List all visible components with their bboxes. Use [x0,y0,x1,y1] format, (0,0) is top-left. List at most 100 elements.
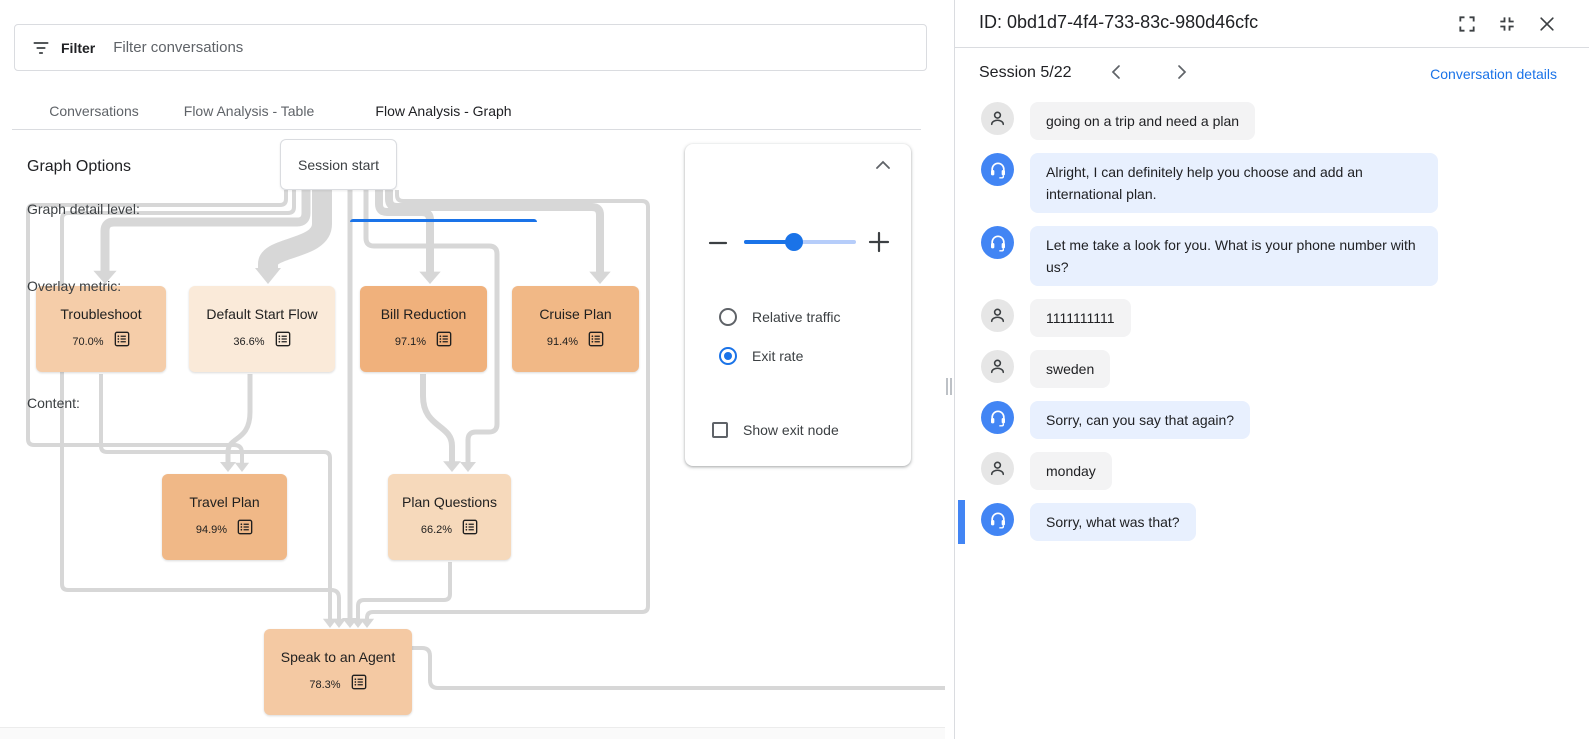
user-avatar [981,102,1014,135]
node-details-icon[interactable] [114,331,130,352]
flow-edge-arrowhead [220,462,236,472]
tab-flow-analysis-table[interactable]: Flow Analysis - Table [183,103,315,119]
node-label: Travel Plan [189,494,260,510]
next-session-button[interactable] [1171,62,1191,82]
agent-message[interactable]: Alright, I can definitely help you choos… [981,153,1571,213]
list-alt-icon [275,331,290,347]
detail-level-slider[interactable] [744,233,856,251]
flow-node-session-start[interactable]: Session start [280,139,397,190]
user-message[interactable]: 1111111111 [981,299,1571,337]
flow-edge [420,374,455,464]
radio-exit-rate[interactable]: Exit rate [719,347,803,365]
flow-edge [225,374,253,464]
list-alt-icon [436,331,452,347]
conversation-id-title: ID: 0bd1d7-4f4-733-83c-980d46cfc [979,12,1259,32]
chevron-up-icon[interactable] [875,158,891,172]
agent-avatar [981,153,1014,186]
graph-options-card [685,144,911,466]
agent-message[interactable]: Sorry, what was that? [958,500,1571,544]
conversation-details-link[interactable]: Conversation details [1430,66,1557,82]
message-bubble: Let me take a look for you. What is your… [1030,226,1438,286]
flow-edge [356,562,452,619]
node-label: Troubleshoot [60,306,142,322]
flow-edge-arrowhead [331,618,347,628]
node-details-icon[interactable] [237,519,253,540]
node-details-icon[interactable] [351,674,367,695]
radio-circle[interactable] [719,347,737,365]
flow-edge-arrowhead [419,271,441,284]
radio-label: Exit rate [752,348,804,364]
tab-bar: Conversations Flow Analysis - Table Flow A… [0,92,945,222]
node-details-icon[interactable] [436,331,452,352]
message-bubble: going on a trip and need a plan [1030,102,1256,140]
horizontal-scrollbar-track[interactable] [0,727,945,739]
node-label: Plan Questions [402,494,497,510]
flow-edge [385,190,604,275]
tab-flow-analysis-graph[interactable]: Flow Analysis - Graph [375,103,512,119]
message-bubble: monday [1030,452,1112,490]
radio-relative-traffic[interactable]: Relative traffic [719,308,840,326]
conversation-detail-panel: ID: 0bd1d7-4f4-733-83c-980d46cfc Session… [955,0,1589,739]
flow-edge [26,190,288,464]
flow-edge [365,190,650,620]
graph-options-title: Graph Options [27,158,132,175]
session-nav-row: Session 5/22 Conversation details [955,48,1589,98]
graph-detail-level-label: Graph detail level: [27,201,140,217]
close-icon[interactable] [1537,14,1557,34]
zoom-in-button[interactable] [868,230,890,254]
agent-message[interactable]: Let me take a look for you. What is your… [981,226,1571,286]
headset-icon [990,162,1005,179]
radio-circle[interactable] [719,308,737,326]
agent-avatar [981,401,1014,434]
user-avatar [981,350,1014,383]
user-message[interactable]: sweden [981,350,1571,388]
agent-message[interactable]: Sorry, can you say that again? [981,401,1571,439]
flow-edge [363,190,500,464]
node-details-icon[interactable] [462,519,478,540]
node-details-icon[interactable] [275,331,291,352]
node-label: Bill Reduction [380,306,467,322]
slider-fill [744,240,795,244]
node-exit-rate: 70.0% [72,335,104,348]
fullscreen-icon[interactable] [1457,14,1477,34]
show-exit-node-checkbox[interactable]: Show exit node [712,422,839,438]
active-tab-underline [350,219,537,222]
person-icon [990,359,1005,374]
node-details-icon[interactable] [588,331,604,352]
flow-edge [60,190,341,619]
list-alt-icon [351,674,366,690]
message-bubble: 1111111111 [1030,299,1131,337]
flow-graph-canvas[interactable] [0,0,945,739]
panel-resize-handle[interactable] [950,378,952,395]
person-icon [990,308,1005,323]
user-message[interactable]: going on a trip and need a plan [981,102,1571,140]
flow-edge-arrowhead [350,618,366,628]
session-counter: Session 5/22 [979,64,1072,81]
tab-conversations[interactable]: Conversations [49,103,139,119]
message-bubble: Sorry, what was that? [1030,503,1196,541]
panel-resize-handle[interactable] [946,378,948,395]
flow-edge [258,190,332,274]
person-icon [990,111,1005,126]
previous-session-button[interactable] [1107,62,1127,82]
flow-edge-arrowhead [234,462,250,472]
flow-edge-arrowhead [322,618,338,628]
list-alt-icon [114,331,129,347]
flow-node-troubleshoot[interactable]: Troubleshoot 70.0% [36,286,166,372]
checkbox-box[interactable] [712,422,728,438]
filter-bar[interactable]: Filter Filter conversations [14,24,927,71]
node-exit-rate: 91.4% [546,335,579,348]
zoom-out-button[interactable] [708,234,728,252]
user-message[interactable]: monday [981,452,1571,490]
filter-input-placeholder[interactable]: Filter conversations [113,39,244,56]
message-bubble: Sorry, can you say that again? [1030,401,1251,439]
fullscreen-exit-icon[interactable] [1497,14,1517,34]
slider-thumb[interactable] [785,233,804,251]
